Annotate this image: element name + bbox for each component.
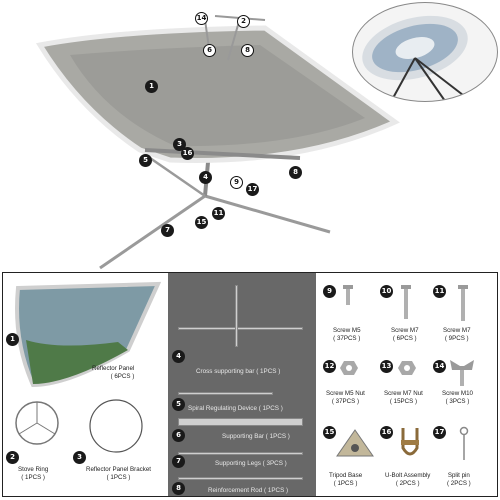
- screw-m7-short-icon: [401, 285, 411, 319]
- part-label-3: Reflector Panel Bracket ( 1PCS ): [86, 466, 151, 481]
- part-label-2: Stove Ring ( 1PCS ): [18, 466, 48, 481]
- part-number-13: 13: [380, 360, 393, 373]
- callout-5: 5: [139, 154, 152, 167]
- callout-2: 2: [237, 15, 250, 28]
- part-number-4: 4: [172, 350, 185, 363]
- part-label-12: Screw M5 Nut( 37PCS ): [326, 390, 365, 405]
- part-label-5: Spiral Regulating Device ( 1PCS ): [188, 405, 283, 412]
- u-bolt-icon: [401, 428, 419, 456]
- tripod-base-icon: [336, 429, 374, 457]
- inset-photo: [352, 2, 498, 102]
- reinforcement-rod-image: [178, 477, 303, 480]
- cross-bar-vertical: [235, 285, 238, 347]
- part-label-10: Screw M7( 6PCS ): [391, 327, 419, 342]
- part-label-7: Supporting Legs ( 3PCS ): [215, 460, 287, 467]
- part-number-10: 10: [380, 285, 393, 298]
- reflector-panel-image: [15, 281, 162, 388]
- callout-14: 14: [195, 12, 208, 25]
- spiral-device-image: [178, 392, 273, 395]
- reflector-bracket-image: [89, 399, 143, 453]
- split-pin-icon: [459, 426, 469, 460]
- nut-m5-icon: [340, 361, 358, 375]
- supporting-bar-image: [178, 418, 303, 426]
- part-qty-1: ( 6PCS ): [110, 372, 135, 380]
- part-label-6: Supporting Bar ( 1PCS ): [222, 433, 290, 440]
- wing-screw-m10-icon: [450, 360, 474, 386]
- cross-bar-image: [178, 327, 303, 330]
- part-number-8: 8: [172, 482, 185, 495]
- part-qty-2: ( 1PCS ): [21, 473, 45, 481]
- part-label-9: Screw M5( 37PCS ): [333, 327, 361, 342]
- callout-4: 4: [199, 171, 212, 184]
- callout-15: 15: [195, 216, 208, 229]
- nut-m7-icon: [398, 361, 416, 375]
- part-label-11: Screw M7( 9PCS ): [443, 327, 471, 342]
- part-number-17: 17: [433, 426, 446, 439]
- screw-m7-long-icon: [458, 285, 468, 321]
- part-label-15: Tripod Base( 1PCS ): [329, 472, 363, 487]
- part-label-16: U-Bolt Assembly( 2PCS ): [385, 472, 431, 487]
- part-number-7: 7: [172, 455, 185, 468]
- callout-7: 7: [161, 224, 174, 237]
- callout-1: 1: [145, 80, 158, 93]
- part-number-16: 16: [380, 426, 393, 439]
- part-label-8: Reinforcement Rod ( 1PCS ): [208, 487, 289, 494]
- part-number-11: 11: [433, 285, 446, 298]
- screw-m5-icon: [343, 285, 353, 305]
- parts-list-panel: [2, 272, 498, 497]
- part-name-2: Stove Ring: [18, 466, 49, 473]
- callout-16: 16: [181, 147, 194, 160]
- part-number-5: 5: [172, 398, 185, 411]
- part-label-1: Reflector Panel ( 6PCS ): [92, 365, 134, 380]
- callout-10: 9: [230, 176, 243, 189]
- part-number-9: 9: [323, 285, 336, 298]
- stove-ring-image: [15, 401, 59, 445]
- part-number-12: 12: [323, 360, 336, 373]
- part-number-1: 1: [6, 333, 19, 346]
- callout-17: 17: [246, 183, 259, 196]
- part-number-6: 6: [172, 429, 185, 442]
- supporting-parts-column: [168, 273, 316, 496]
- assembly-illustration: [35, 15, 400, 270]
- part-number-14: 14: [433, 360, 446, 373]
- callout-11: 11: [212, 207, 225, 220]
- part-number-2: 2: [6, 451, 19, 464]
- supporting-legs-image: [178, 452, 303, 455]
- part-label-4: Cross supporting bar ( 1PCS ): [196, 368, 281, 375]
- part-number-15: 15: [323, 426, 336, 439]
- callout-8: 8: [241, 44, 254, 57]
- part-number-3: 3: [73, 451, 86, 464]
- part-name-3: Reflector Panel Bracket: [86, 466, 151, 473]
- part-label-17: Split pin( 2PCS ): [447, 472, 471, 487]
- part-label-13: Screw M7 Nut( 15PCS ): [384, 390, 423, 405]
- callout-6: 6: [203, 44, 216, 57]
- part-label-14: Screw M10( 3PCS ): [442, 390, 473, 405]
- callout-9: 8: [289, 166, 302, 179]
- part-name-1: Reflector Panel: [92, 365, 135, 372]
- part-qty-3: ( 1PCS ): [106, 473, 131, 481]
